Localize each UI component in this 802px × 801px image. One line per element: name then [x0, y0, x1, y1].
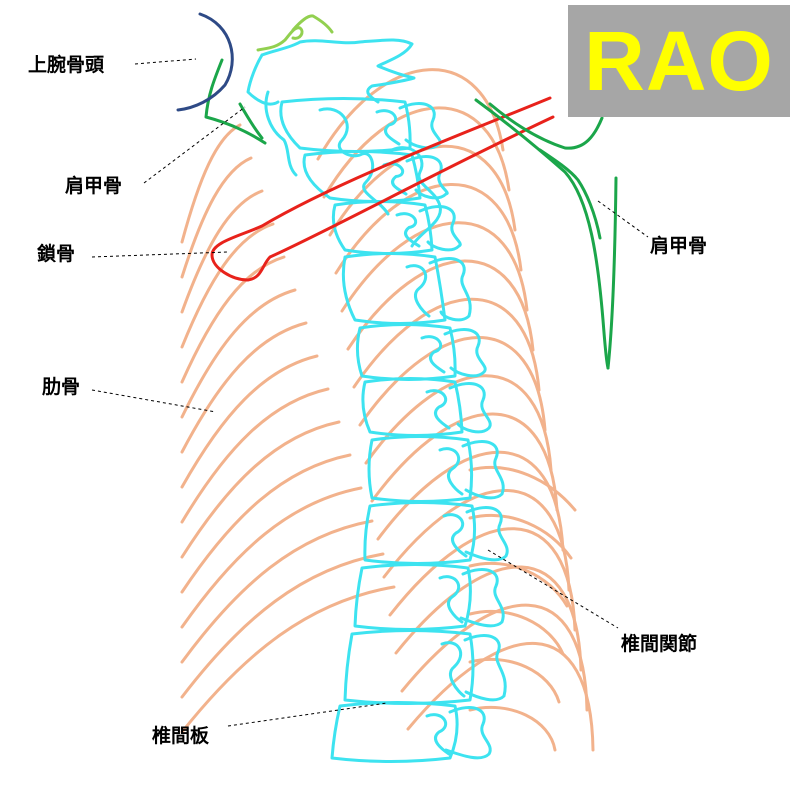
rib-anterior — [180, 156, 253, 279]
scapula-right-spine — [488, 102, 604, 150]
facet-process — [398, 102, 442, 150]
humeral-head-outline — [176, 12, 234, 112]
rib-posterior — [340, 221, 529, 313]
rib-anterior — [180, 453, 352, 594]
facet-process — [418, 205, 462, 252]
vertebra-upper — [246, 38, 416, 106]
facet-process — [444, 706, 492, 760]
vertebra-layer — [246, 38, 509, 763]
rib-anterior — [180, 189, 264, 314]
rib-posterior — [406, 642, 595, 752]
vertebral-body — [302, 150, 422, 203]
leader-ribs — [91, 389, 217, 413]
rib-posterior-end — [468, 657, 561, 704]
facet-process — [428, 257, 472, 322]
vertebral-body — [363, 501, 477, 565]
vertebral-body — [367, 435, 474, 503]
label-ribs: 肋骨 — [42, 375, 80, 398]
label-scapula-left: 肩甲骨 — [65, 174, 122, 197]
pedicle — [440, 641, 466, 698]
facet-loop — [318, 107, 390, 216]
rib-posterior — [364, 374, 553, 472]
vertebral-body — [353, 563, 472, 631]
facet-process — [443, 328, 487, 378]
projection-badge-text: RAO — [584, 14, 774, 108]
rib-anterior — [180, 585, 396, 734]
scapula-left-edge — [238, 102, 264, 140]
facet-process — [461, 440, 505, 500]
pedicle — [395, 212, 421, 248]
facet-process — [405, 155, 449, 200]
pedicle — [405, 264, 431, 318]
facet-process — [463, 634, 507, 702]
clavicle-outline — [210, 96, 555, 282]
scapula-right-glenoid — [538, 148, 602, 240]
rib-anterior — [180, 222, 275, 349]
leader-scapula-left — [143, 106, 246, 184]
rib-posterior-end — [468, 561, 569, 608]
vertebral-body — [361, 377, 464, 437]
rib-anterior — [180, 420, 341, 559]
vertebral-body — [331, 200, 434, 255]
rib-posterior — [328, 144, 517, 237]
vertebra-upper-edge — [264, 90, 298, 177]
scapula-left-outline — [204, 58, 267, 145]
rib-posterior-end — [468, 465, 577, 512]
scapula-right-border — [606, 176, 618, 370]
rib-posterior — [400, 603, 589, 712]
rib-posterior — [352, 297, 541, 392]
rib-posterior — [334, 183, 523, 275]
label-disc: 椎間板 — [152, 724, 210, 747]
rib-posterior — [370, 412, 559, 512]
pedicle — [442, 513, 468, 558]
pedicle — [425, 713, 451, 756]
ribs-layer — [180, 68, 595, 752]
rib-anterior — [180, 354, 319, 489]
rib-posterior — [376, 450, 565, 552]
leader-disc — [227, 702, 388, 727]
pedicle — [420, 335, 446, 374]
pedicle — [438, 575, 464, 624]
leader-clavicle — [91, 251, 229, 258]
label-scapula-right: 肩甲骨 — [650, 234, 707, 257]
rib-anterior — [180, 486, 363, 629]
label-clavicle: 鎖骨 — [37, 242, 75, 265]
leader-scapula-right — [597, 200, 649, 238]
pedicle — [425, 389, 451, 430]
rib-posterior — [394, 565, 583, 672]
facet-process — [459, 568, 505, 628]
rib-posterior — [322, 106, 511, 199]
rib-posterior-end — [468, 705, 557, 752]
rib-anterior — [180, 123, 242, 244]
rib-anterior — [180, 321, 308, 454]
vertebral-body — [341, 252, 447, 325]
vertebral-body — [330, 701, 459, 763]
rib-anterior — [180, 288, 297, 419]
rib-posterior — [346, 259, 535, 352]
pedicle — [382, 162, 408, 196]
coracoid-outline — [256, 14, 334, 52]
vertebral-body — [355, 323, 457, 381]
label-humeral-head: 上腕骨頭 — [28, 53, 105, 76]
rib-posterior — [382, 489, 571, 592]
rib-posterior-end — [468, 609, 565, 656]
rib-anterior — [180, 519, 374, 664]
pedicle — [438, 447, 464, 496]
facet-process — [464, 506, 509, 562]
projection-badge: RAO — [568, 5, 790, 117]
rib-anterior — [180, 255, 286, 384]
scapula-right-outline — [474, 98, 610, 370]
facet-process — [448, 382, 492, 434]
label-facet-joint: 椎間関節 — [621, 632, 697, 655]
vertebral-body — [343, 629, 475, 705]
pedicle — [375, 109, 401, 146]
rib-posterior — [388, 527, 577, 632]
rib-anterior — [180, 552, 385, 699]
leader-facet-joint — [487, 549, 619, 629]
rib-posterior-end — [468, 513, 573, 560]
rib-anterior — [180, 387, 330, 524]
leader-humeral-head — [134, 58, 197, 65]
